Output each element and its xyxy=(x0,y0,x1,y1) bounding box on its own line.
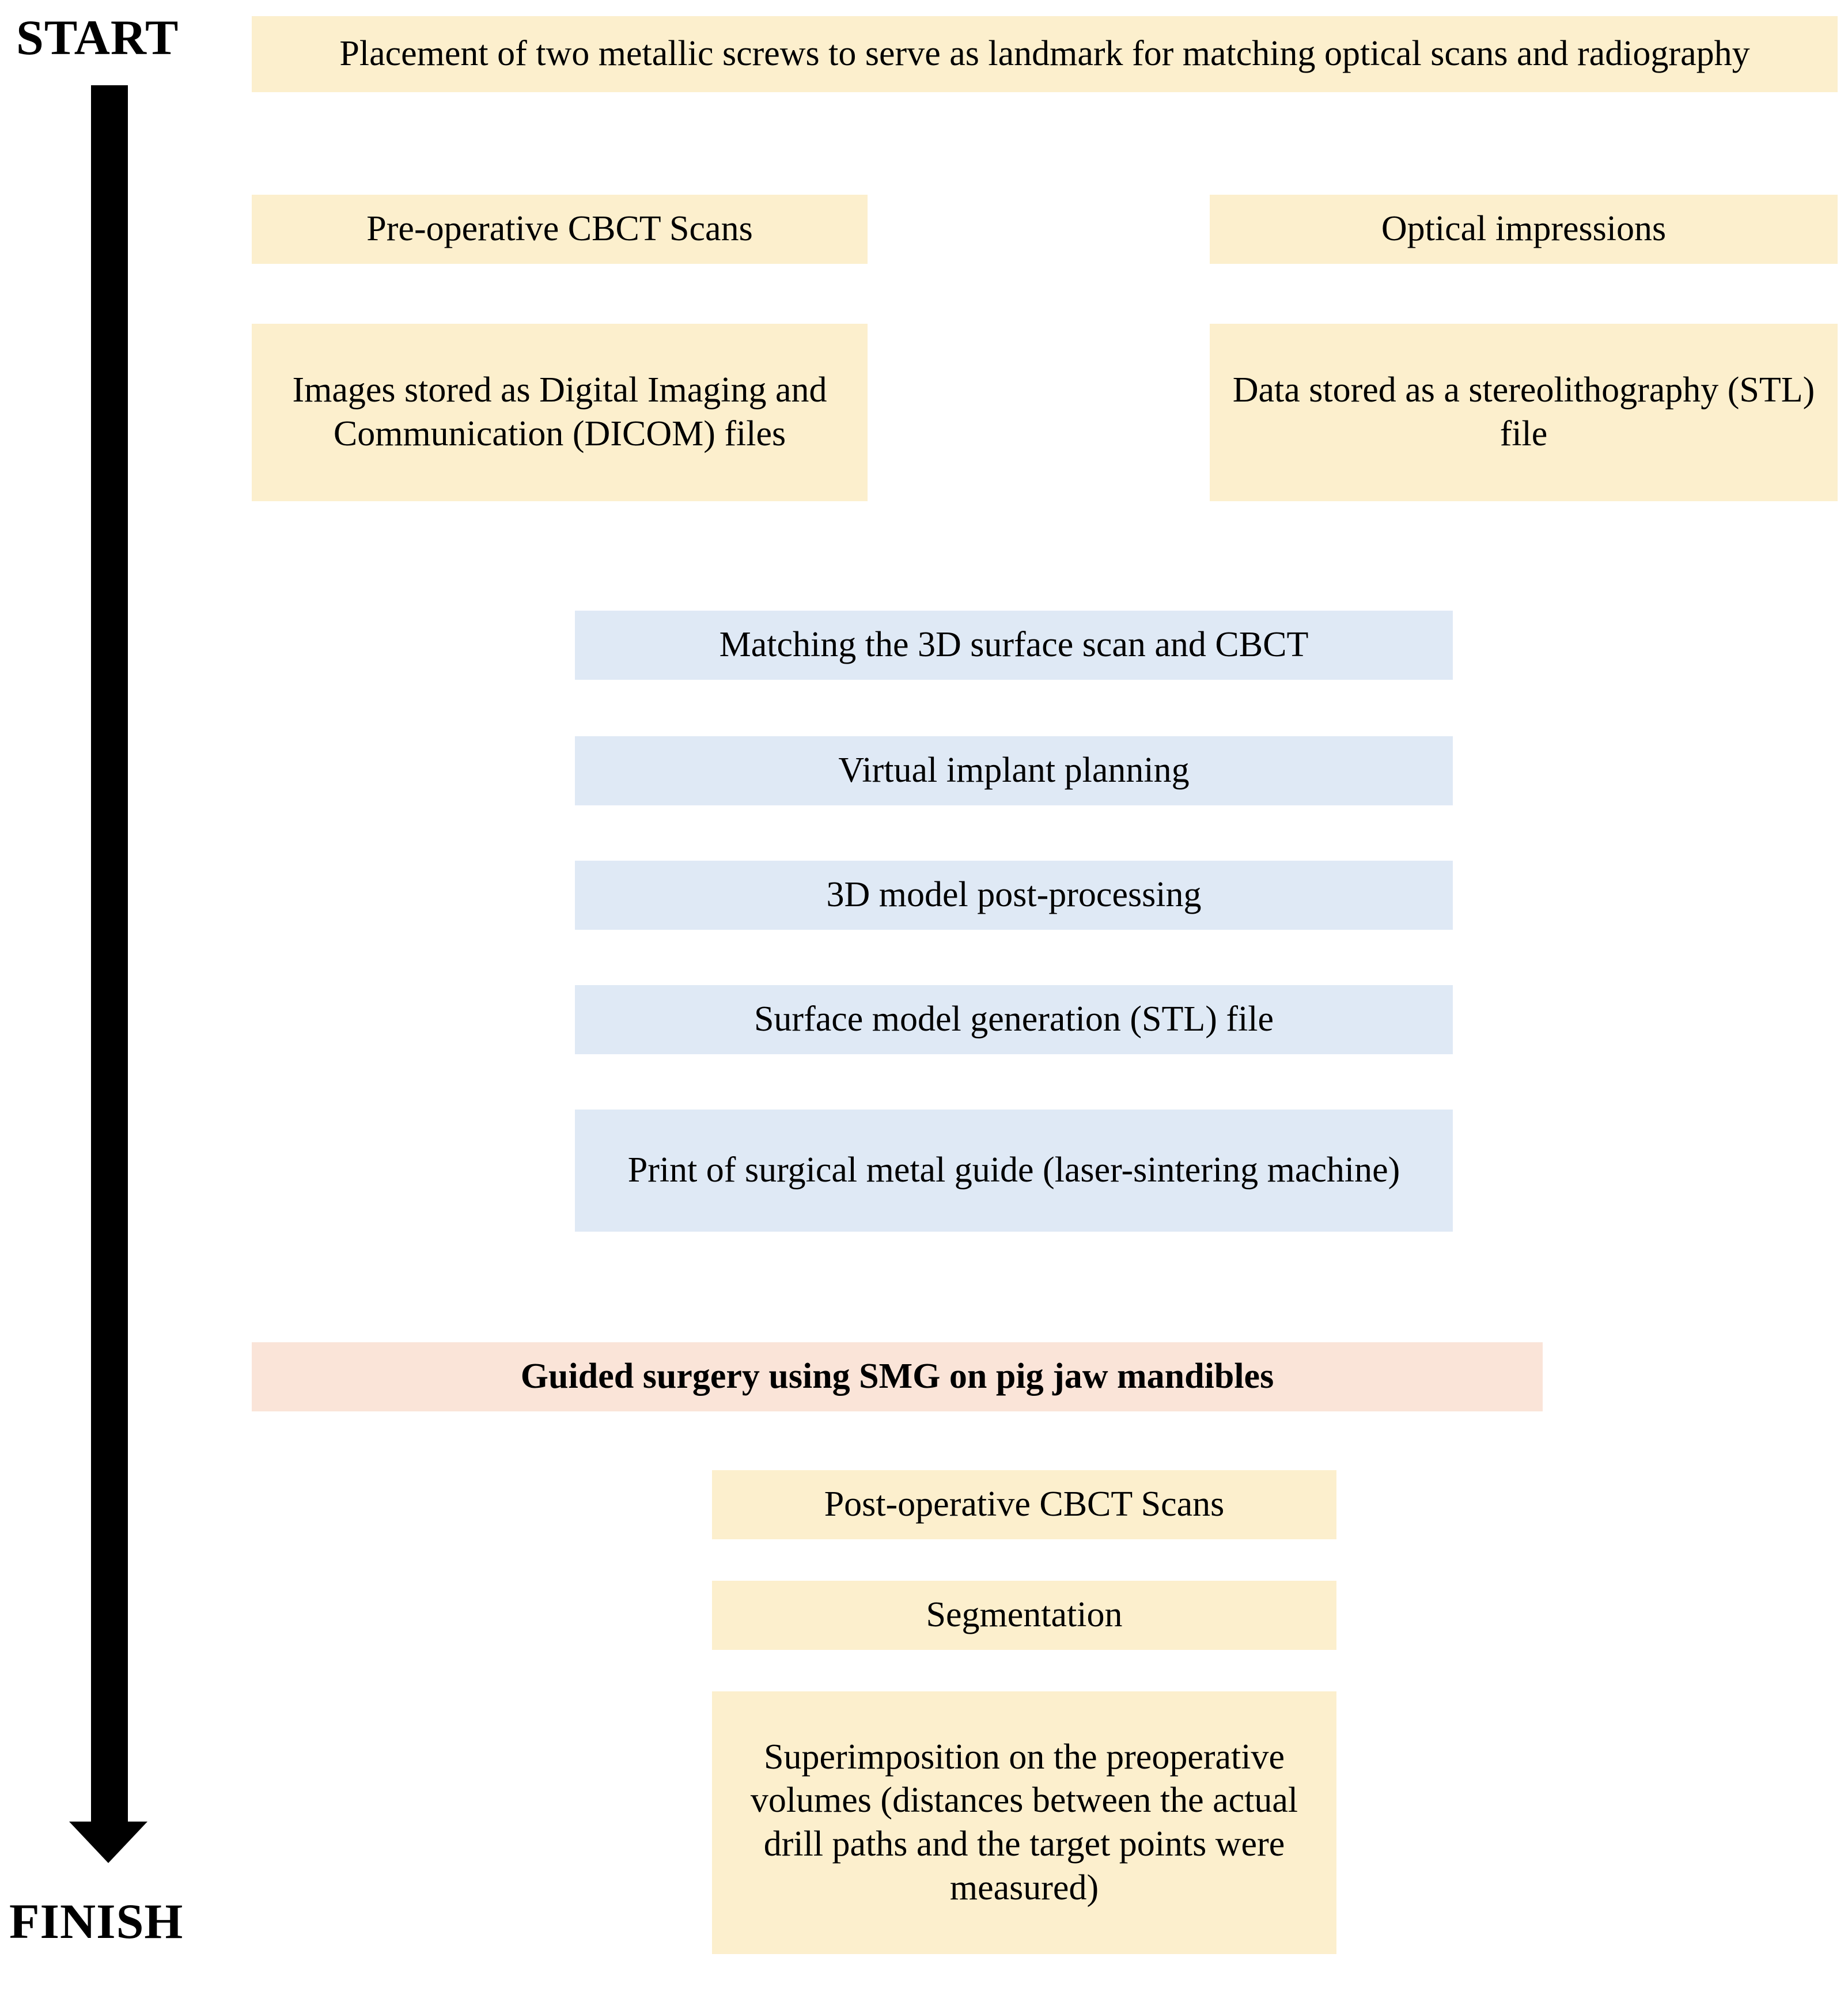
node-postoperative-cbct-label: Post-operative CBCT Scans xyxy=(824,1485,1225,1524)
node-surface-model-generation: Surface model generation (STL) file xyxy=(575,985,1453,1054)
node-3d-model-post-processing-label: 3D model post-processing xyxy=(826,875,1202,915)
arrow-shaft xyxy=(91,85,128,1826)
start-label: START xyxy=(16,10,179,65)
node-print-surgical-guide: Print of surgical metal guide (laser-sin… xyxy=(575,1110,1453,1232)
node-stl-storage: Data stored as a stereolithography (STL)… xyxy=(1210,324,1838,501)
node-matching-scan-cbct: Matching the 3D surface scan and CBCT xyxy=(575,611,1453,680)
node-virtual-implant-planning-label: Virtual implant planning xyxy=(838,751,1190,790)
node-matching-scan-cbct-label: Matching the 3D surface scan and CBCT xyxy=(719,625,1309,665)
node-dicom-storage: Images stored as Digital Imaging and Com… xyxy=(252,324,868,501)
node-optical-impressions-label: Optical impressions xyxy=(1381,209,1667,249)
node-segmentation: Segmentation xyxy=(712,1581,1336,1650)
node-virtual-implant-planning: Virtual implant planning xyxy=(575,736,1453,805)
node-segmentation-label: Segmentation xyxy=(926,1595,1123,1635)
node-superimposition-label: Superimposition on the preoperative volu… xyxy=(750,1737,1298,1907)
node-guided-surgery-label: Guided surgery using SMG on pig jaw mand… xyxy=(520,1357,1274,1396)
node-dicom-storage-label: Images stored as Digital Imaging and Com… xyxy=(292,370,827,453)
node-preoperative-cbct-label: Pre-operative CBCT Scans xyxy=(366,209,753,249)
arrow-head-icon xyxy=(69,1822,147,1863)
node-postoperative-cbct: Post-operative CBCT Scans xyxy=(712,1470,1336,1539)
node-superimposition: Superimposition on the preoperative volu… xyxy=(712,1691,1336,1954)
node-screw-placement-label: Placement of two metallic screws to serv… xyxy=(339,34,1750,74)
node-print-surgical-guide-label: Print of surgical metal guide (laser-sin… xyxy=(627,1150,1400,1190)
node-guided-surgery: Guided surgery using SMG on pig jaw mand… xyxy=(252,1342,1543,1411)
node-optical-impressions: Optical impressions xyxy=(1210,195,1838,264)
node-stl-storage-label: Data stored as a stereolithography (STL)… xyxy=(1232,370,1815,453)
finish-label: FINISH xyxy=(9,1894,184,1949)
node-3d-model-post-processing: 3D model post-processing xyxy=(575,861,1453,930)
flow-arrow xyxy=(69,85,150,1865)
node-preoperative-cbct: Pre-operative CBCT Scans xyxy=(252,195,868,264)
node-screw-placement: Placement of two metallic screws to serv… xyxy=(252,16,1838,92)
node-surface-model-generation-label: Surface model generation (STL) file xyxy=(753,1000,1274,1039)
